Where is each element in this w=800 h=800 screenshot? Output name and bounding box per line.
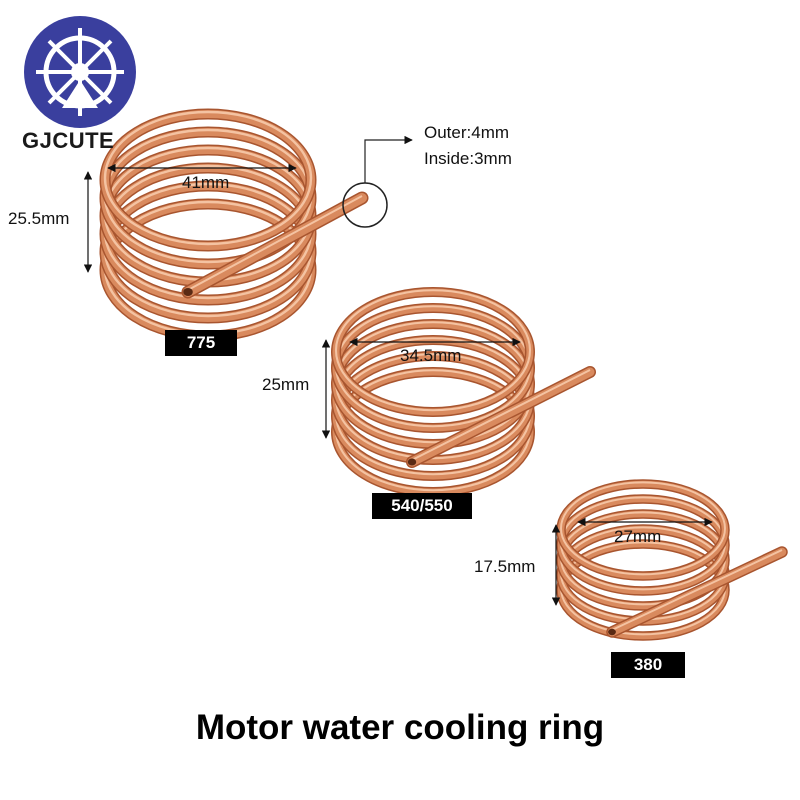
coil-775-turn-highlight: [103, 110, 313, 246]
coil-775-diameter-label: 41mm: [182, 173, 230, 192]
coil-775-tube: [183, 193, 367, 297]
coil-540-height-label: 25mm: [262, 375, 310, 394]
tube-inside-label: Inside:3mm: [424, 149, 512, 168]
coil-775: [99, 108, 369, 342]
coil-540-diameter-label: 34.5mm: [400, 346, 462, 365]
coil-380-turn-highlight: [560, 481, 726, 576]
coil-540-model-badge: 540/550: [372, 493, 472, 519]
coil-540-turn-highlight: [334, 289, 532, 412]
coil-380-tube-end: [608, 628, 616, 636]
tube-outer-label: Outer:4mm: [424, 123, 510, 142]
coil-775-tube-end: [183, 288, 193, 296]
coil-380: [556, 479, 788, 641]
coil-380-tube: [607, 547, 787, 637]
coil-380-diameter-label: 27mm: [614, 527, 662, 546]
page-title: Motor water cooling ring: [195, 708, 605, 747]
coil-380-tube-highlight: [611, 549, 783, 631]
coil-380-model-badge: 380: [611, 652, 685, 678]
coil-775-height-label: 25.5mm: [8, 209, 70, 228]
brand-name: GJCUTE: [22, 128, 115, 153]
coil-775-model-badge: 775: [165, 330, 237, 356]
coil-540-tube-end: [407, 458, 417, 466]
tube-callout: [342, 135, 413, 228]
coil-540-tube-highlight: [411, 369, 591, 461]
coil-540-tube: [407, 367, 595, 467]
ships-wheel-icon: [24, 16, 136, 128]
coil-380-height-label: 17.5mm: [474, 557, 536, 576]
coil-775-tube-highlight: [187, 195, 363, 291]
coil-540: [331, 287, 596, 497]
dimension-lines: [83, 163, 713, 606]
